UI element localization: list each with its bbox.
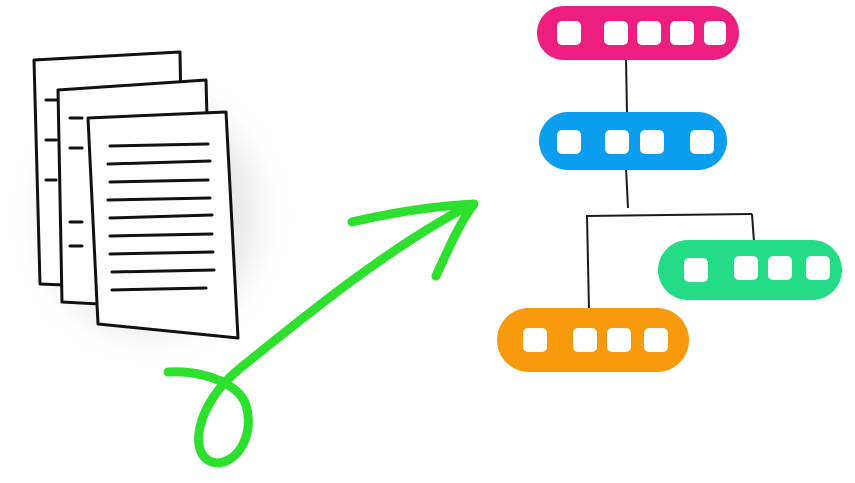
- arrow-shaft: [163, 201, 473, 468]
- node-cell: [605, 130, 629, 154]
- node-cell: [573, 328, 597, 352]
- node-cell: [704, 21, 726, 45]
- document-front: [86, 110, 240, 340]
- node-cell: [644, 328, 668, 352]
- node-cell: [557, 21, 581, 45]
- node-cell: [670, 21, 694, 45]
- text-line: [108, 178, 210, 184]
- node-cell: [607, 328, 631, 352]
- node-cell: [684, 258, 708, 282]
- text-line: [106, 196, 212, 202]
- document-stack: [32, 50, 260, 340]
- node-cell: [604, 21, 628, 45]
- node-cell: [806, 256, 830, 280]
- text-line: [108, 142, 210, 148]
- node-cell: [734, 256, 758, 280]
- connector-line: [586, 215, 590, 311]
- node-blue: [539, 112, 727, 170]
- text-line: [108, 250, 215, 256]
- node-green: [658, 240, 842, 300]
- text-line: [110, 286, 208, 292]
- arrow-head: [347, 199, 479, 281]
- text-line: [108, 232, 214, 238]
- connector-line: [625, 57, 628, 116]
- connector-line: [585, 213, 753, 217]
- connector-line: [751, 213, 755, 243]
- node-cell: [690, 130, 714, 154]
- node-cell: [768, 256, 792, 280]
- node-magenta: [537, 6, 739, 60]
- node-orange: [497, 308, 689, 372]
- text-line: [110, 268, 216, 274]
- node-cell: [523, 328, 547, 352]
- node-cell: [637, 21, 661, 45]
- text-line: [108, 213, 214, 220]
- connector-line: [625, 167, 629, 209]
- tree-connectors: [585, 57, 755, 311]
- text-line: [106, 159, 212, 166]
- transform-arrow: [163, 199, 479, 468]
- node-cell: [640, 130, 664, 154]
- node-cell: [557, 130, 581, 154]
